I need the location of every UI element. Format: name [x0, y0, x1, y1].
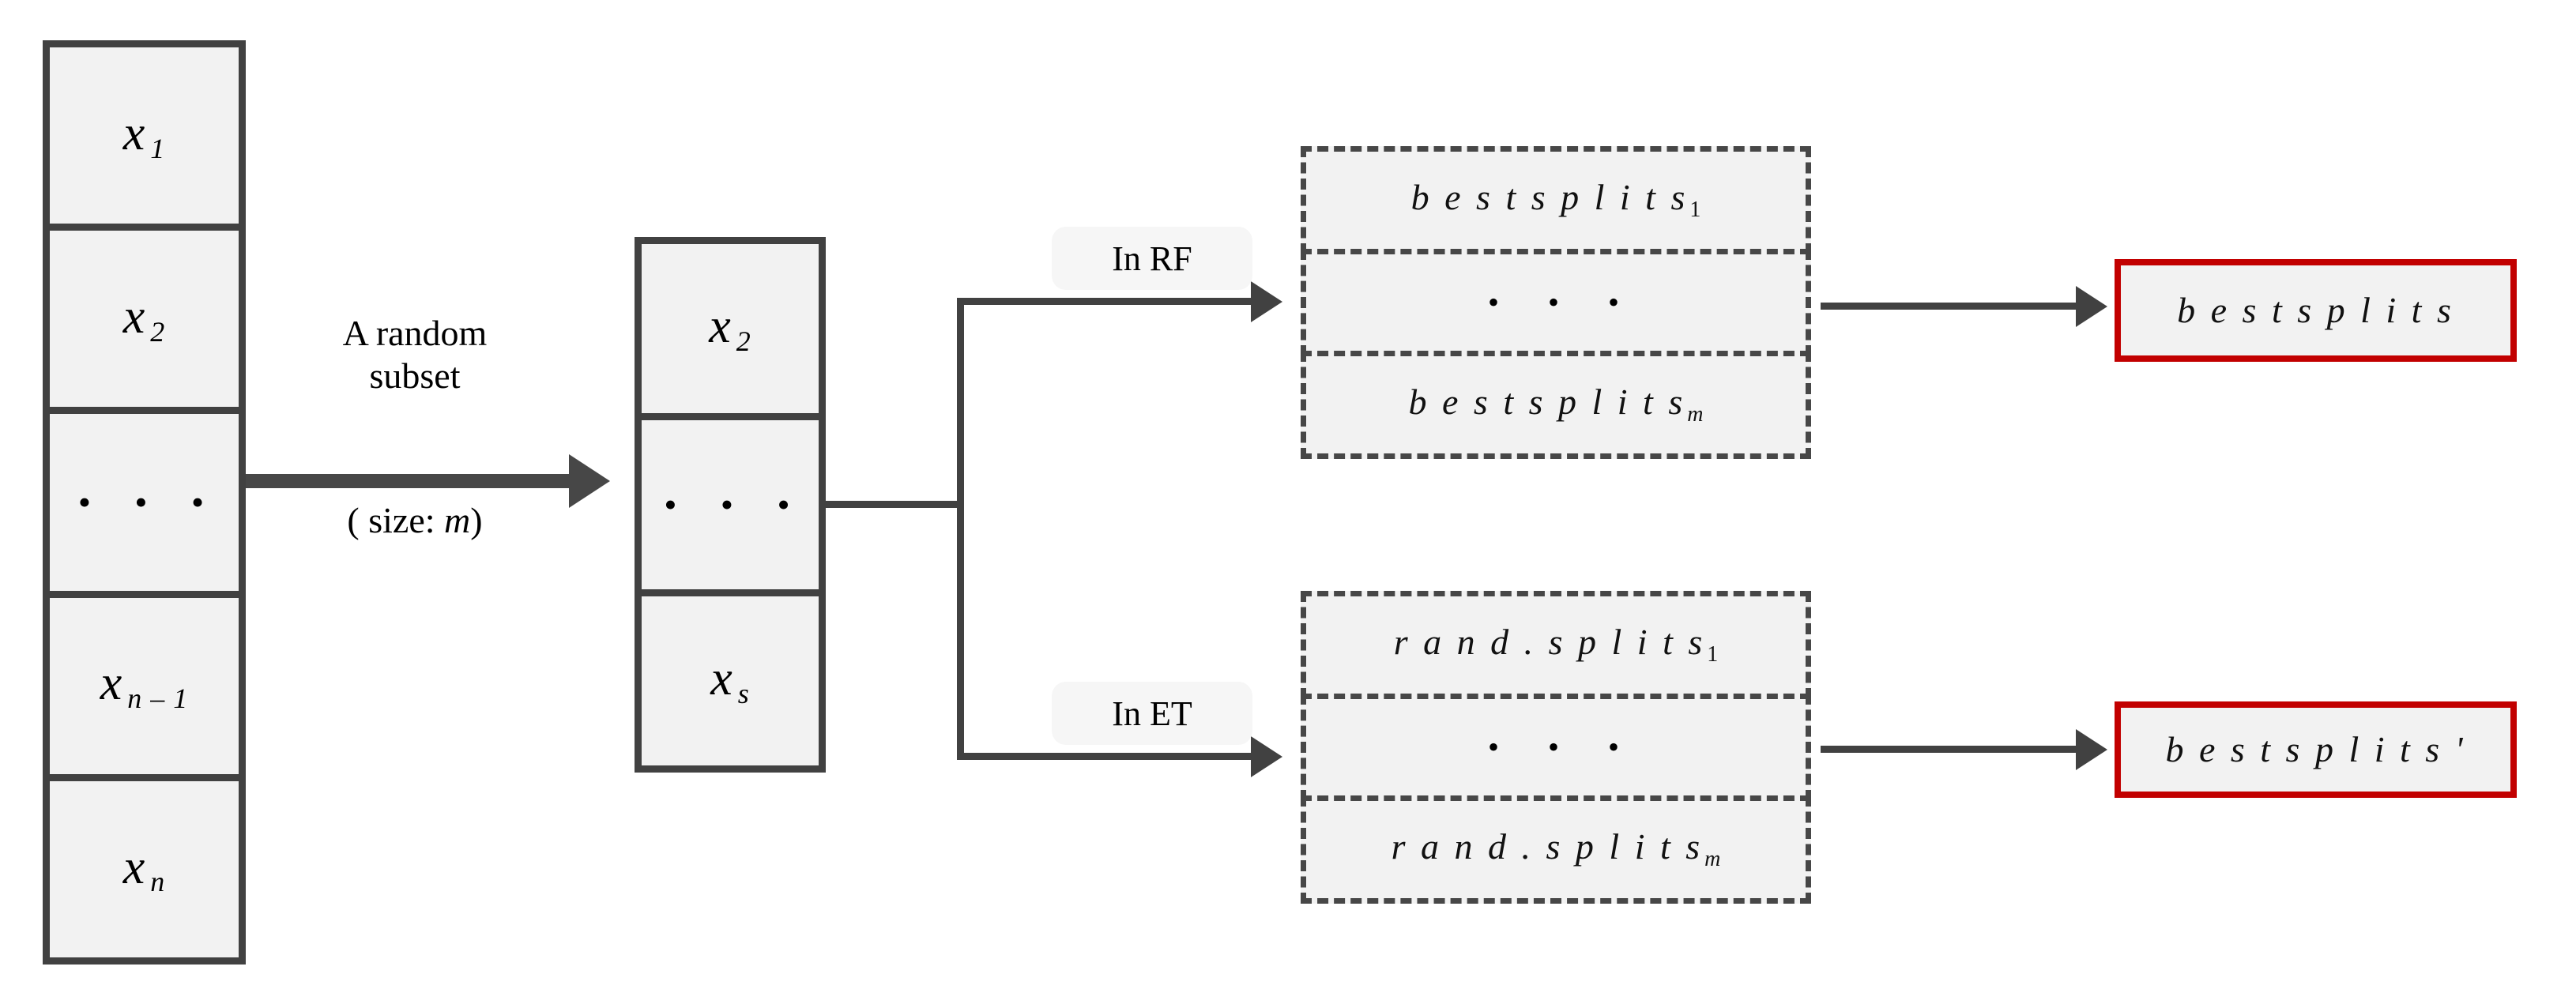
et-result-arrow-head: [2076, 729, 2107, 770]
size-prefix: ( size:: [347, 500, 435, 540]
et-candidate-cell: r a n d . s p l i t s1: [1301, 591, 1811, 699]
feature-cell-ellipsis: • • •: [50, 414, 239, 598]
et-candidate-cell: r a n d . s p l i t sm: [1301, 795, 1811, 904]
rf-candidate-group: b e s t s p l i t s1 • • • b e s t s p l…: [1301, 146, 1811, 460]
et-candidate-label: r a n d . s p l i t sm: [1391, 826, 1721, 872]
branch-trunk: [957, 298, 964, 760]
rf-branch-arm: [957, 298, 1252, 305]
et-branch-label: In ET: [1052, 682, 1252, 745]
et-candidate-group: r a n d . s p l i t s1 • • • r a n d . s…: [1301, 591, 1811, 904]
et-branch-arm: [957, 753, 1252, 760]
ellipsis: • • •: [1487, 284, 1640, 320]
size-variable: m: [444, 500, 471, 540]
rf-candidate-cell: b e s t s p l i t sm: [1301, 351, 1811, 460]
rf-candidate-label: b e s t s p l i t s1: [1410, 176, 1701, 222]
et-branch-label-text: In ET: [1112, 694, 1192, 733]
caption-line-2: subset: [369, 355, 461, 397]
rf-branch-arrow-head: [1251, 281, 1282, 322]
random-subset-caption-size: ( size: m): [284, 499, 545, 542]
subset-cell-ellipsis: • • •: [642, 420, 819, 596]
et-candidate-label: r a n d . s p l i t s1: [1393, 621, 1719, 667]
rf-result: b e s t s p l i t s: [2115, 259, 2517, 362]
rf-result-label: b e s t s p l i t s: [2177, 290, 2454, 330]
branch-stub: [826, 501, 964, 508]
size-suffix: ): [470, 500, 483, 540]
et-result-label: b e s t s p l i t s ': [2165, 729, 2466, 769]
et-result: b e s t s p l i t s ': [2115, 701, 2517, 798]
rf-candidate-cell-ellipsis: • • •: [1301, 248, 1811, 357]
rf-result-arrow-shaft: [1821, 303, 2077, 310]
rf-branch-label-text: In RF: [1112, 239, 1192, 278]
rf-branch-label: In RF: [1052, 227, 1252, 290]
rf-candidate-label: b e s t s p l i t sm: [1408, 382, 1704, 427]
ellipsis: • • •: [1487, 729, 1640, 765]
ellipsis: • • •: [664, 484, 808, 525]
subset-arrow-shaft: [246, 474, 571, 488]
rf-candidate-cell: b e s t s p l i t s1: [1301, 146, 1811, 254]
et-candidate-cell-ellipsis: • • •: [1301, 693, 1811, 802]
ellipsis: • • •: [77, 482, 222, 522]
et-result-arrow-shaft: [1821, 746, 2077, 753]
random-subset-caption-top: A random subset: [284, 312, 545, 398]
rf-result-arrow-head: [2076, 286, 2107, 327]
caption-line-1: A random: [342, 313, 488, 353]
subset-arrow-head: [569, 454, 610, 508]
et-branch-arrow-head: [1251, 736, 1282, 777]
